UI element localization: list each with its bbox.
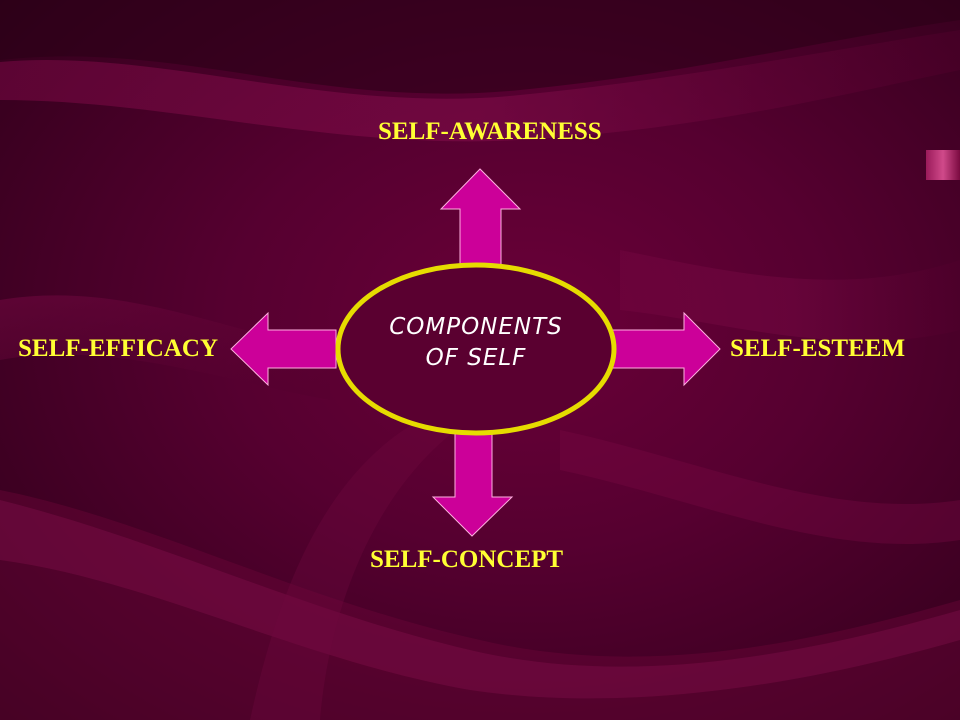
edge-tab (926, 150, 960, 180)
arrow-up (439, 168, 522, 269)
center-title-line-1: COMPONENTS (389, 314, 563, 340)
component-self-awareness: SELF-AWARENESS (378, 118, 602, 145)
center-ellipse (335, 262, 617, 436)
arrow-right (611, 311, 721, 387)
arrow-down (431, 427, 514, 537)
component-self-efficacy: SELF-EFFICACY (18, 335, 219, 362)
arrows (230, 168, 721, 537)
center-title-line-2: OF SELF (425, 345, 527, 371)
center-title: COMPONENTS OF SELF (340, 312, 612, 374)
arrow-left (230, 311, 337, 387)
component-self-concept: SELF-CONCEPT (370, 546, 564, 573)
component-self-esteem: SELF-ESTEEM (730, 335, 906, 362)
